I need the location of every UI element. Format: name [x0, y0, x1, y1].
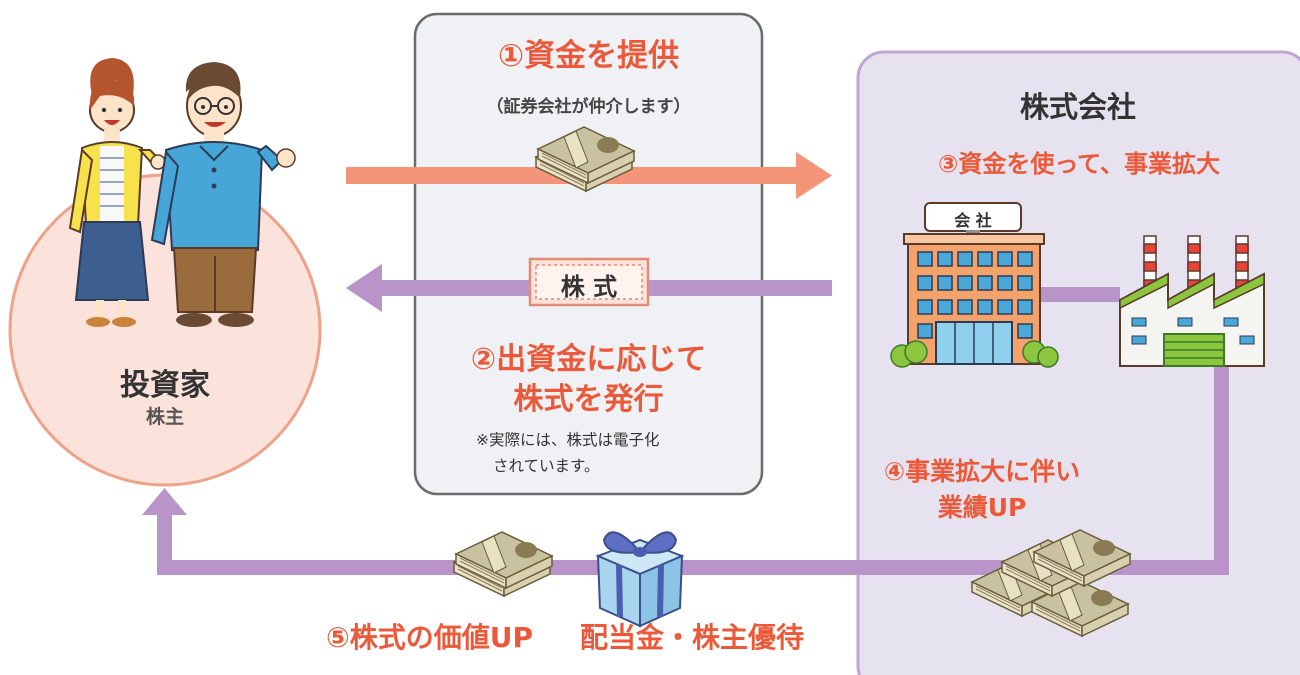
step2-title-line2: 株式を発行 — [513, 382, 664, 417]
office-building-icon — [890, 202, 1059, 368]
step2-note-line2: されています。 — [493, 457, 600, 475]
investor-couple-icon — [68, 58, 296, 327]
step5-returns: 配当金・株主優待 — [580, 621, 805, 654]
stock-certificate-label: 株 式 — [560, 273, 618, 301]
arrow-returns-to-investor — [142, 360, 1229, 575]
step4-title-line1: ④事業拡大に伴い — [883, 457, 1081, 486]
office-factory-connector — [1040, 287, 1120, 302]
step2-note-line1: ※実際には、株式は電子化 — [476, 431, 660, 449]
office-sign: 会 社 — [954, 211, 992, 230]
step4-title-line2: 業績UP — [937, 493, 1027, 522]
step1-note: （証券会社が仲介します） — [486, 97, 691, 117]
step1-title: ①資金を提供 — [497, 38, 680, 74]
step5-title: ⑤株式の価値UP — [326, 621, 533, 654]
gift-box-icon — [595, 531, 685, 628]
investor-subtitle: 株主 — [145, 406, 184, 428]
banknote-stack-icon — [453, 531, 553, 597]
step3-title: ③資金を使って、事業拡大 — [938, 150, 1220, 178]
stock-certificate-icon — [528, 257, 650, 307]
factory-icon — [1119, 235, 1265, 367]
company-title: 株式会社 — [1019, 90, 1136, 124]
exchange-panel — [413, 12, 764, 496]
investor-title: 投資家 — [120, 368, 210, 403]
step2-title-line1: ②出資金に応じて — [470, 342, 707, 377]
